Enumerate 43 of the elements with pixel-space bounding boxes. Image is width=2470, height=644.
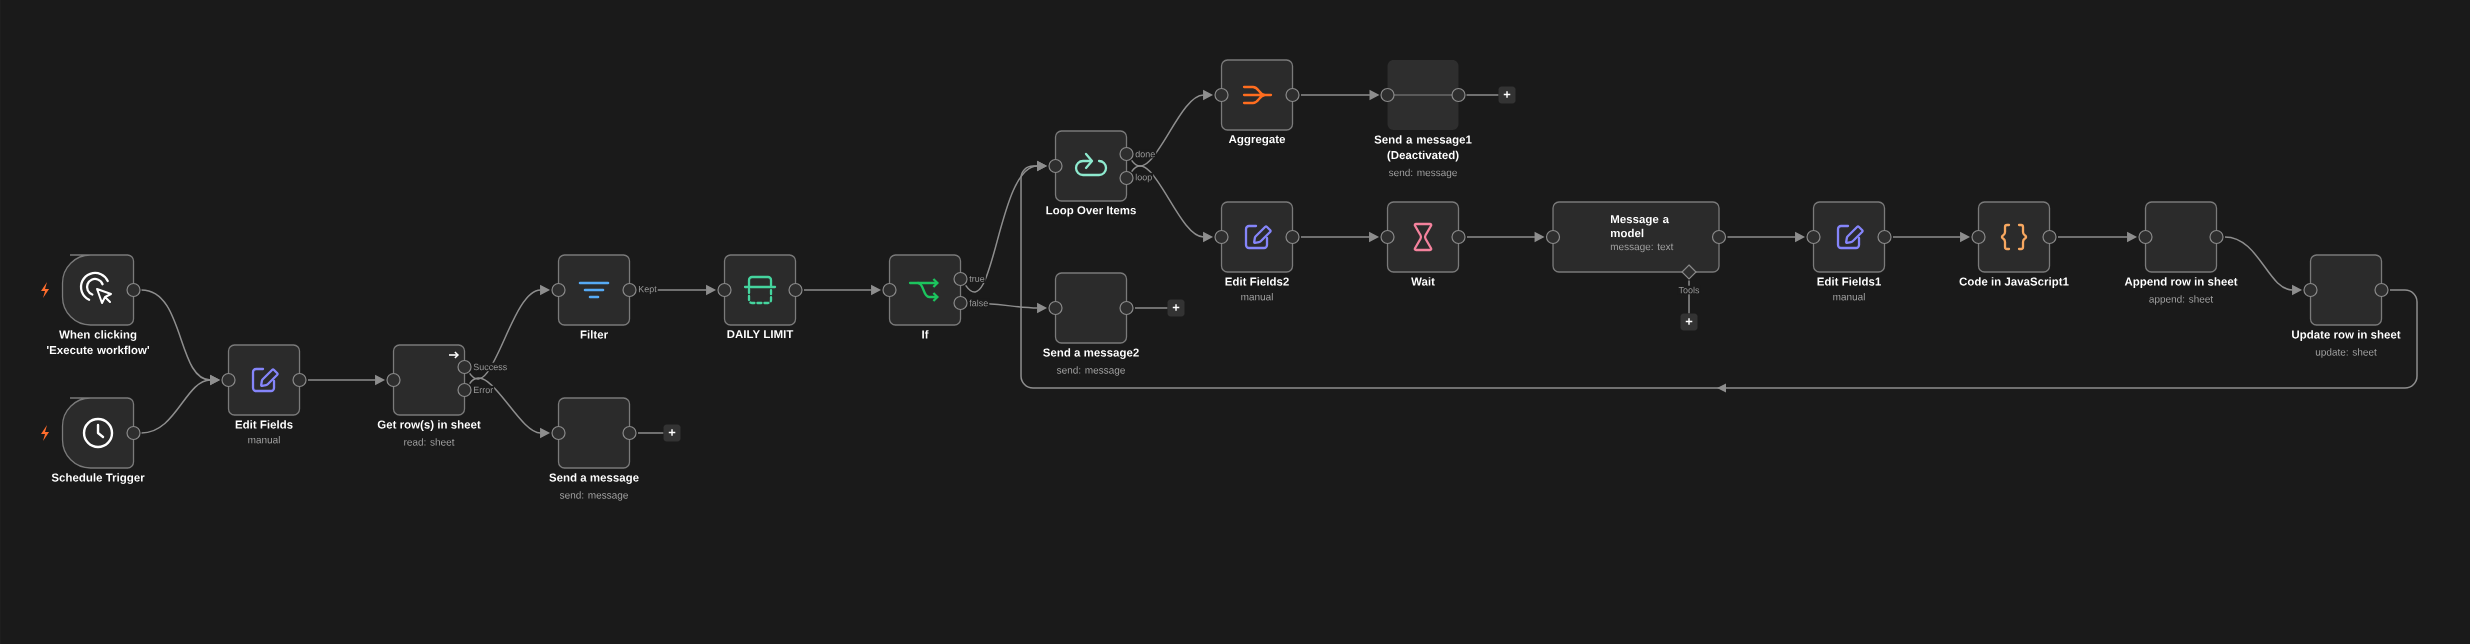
edge-label: loop [1134,172,1154,184]
node-subtitle: update: sheet [2315,348,2377,358]
node-title: Wait [1411,277,1435,286]
node-subtitle: manual [1833,293,1865,301]
node-subtitle: send: message [1388,168,1457,179]
node-subtitle: read: sheet [404,438,455,446]
node-title: Edit Fields2 [1225,277,1289,286]
arrow [468,284,550,380]
node-title: Get row(s) in sheet [377,420,481,431]
node-title: Filter [580,330,608,339]
node-title: Aggregate [1228,135,1286,146]
node-title: Schedule Trigger [51,473,145,484]
node-title: DAILY LIMIT [727,330,794,339]
connector-line [1134,307,1169,309]
edge-label: Tools [1677,285,1701,295]
node-title: Loop Over Items [1046,206,1136,217]
edge-label: Kept [637,284,658,295]
arrow [1020,160,2418,393]
connector-line [1688,279,1690,315]
node-title: Edit Fields1 [1817,277,1881,286]
node-title: Append row in sheet [2124,277,2238,288]
node-title: Code in JavaScript1 [1959,277,2069,288]
node-subtitle: append: sheet [2149,295,2214,305]
connector-line [637,432,665,434]
node-title: Edit Fields [235,420,293,429]
edge-label: done [1134,149,1157,159]
node-title: Send a message2 [1043,348,1139,359]
arrow [140,374,220,434]
node-subtitle: send: message [1056,366,1125,376]
node-subtitle: manual [1241,293,1273,301]
model-box: Message a model message: text [1552,201,1720,273]
node-subtitle: manual [248,436,280,444]
node-title: When clicking 'Execute workflow' [47,330,150,355]
node-title: Send a message1 (Deactivated) [1374,135,1472,162]
edge-label: Success [472,362,509,372]
node-title: If [922,330,929,339]
node-title: Send a message [549,473,639,484]
node-title: Update row in sheet [2292,330,2401,341]
edge-label: Error [472,385,495,395]
connector-line [1465,94,1500,96]
node-subtitle: send: message [559,491,628,501]
edge-label: false [968,298,990,308]
arrow [1130,89,1213,167]
